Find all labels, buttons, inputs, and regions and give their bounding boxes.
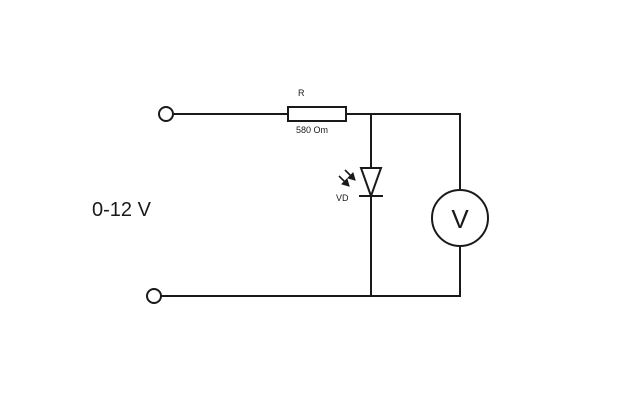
photodiode-triangle xyxy=(359,167,383,199)
photodiode: VD xyxy=(336,167,383,203)
voltmeter-symbol: V xyxy=(451,204,469,234)
resistor: R 580 Om xyxy=(287,88,347,135)
resistor-value: 580 Om xyxy=(296,125,328,135)
resistor-designator: R xyxy=(298,88,305,98)
photodiode-designator: VD xyxy=(336,193,349,203)
input-terminal-top xyxy=(158,106,174,122)
wires xyxy=(160,113,461,297)
supply-voltage-label: 0-12 V xyxy=(92,199,152,221)
light-arrows-icon xyxy=(338,169,356,187)
resistor-body xyxy=(287,106,347,122)
voltmeter: V xyxy=(431,189,489,247)
voltmeter-circle xyxy=(431,189,489,247)
input-terminal-bottom xyxy=(146,288,162,304)
